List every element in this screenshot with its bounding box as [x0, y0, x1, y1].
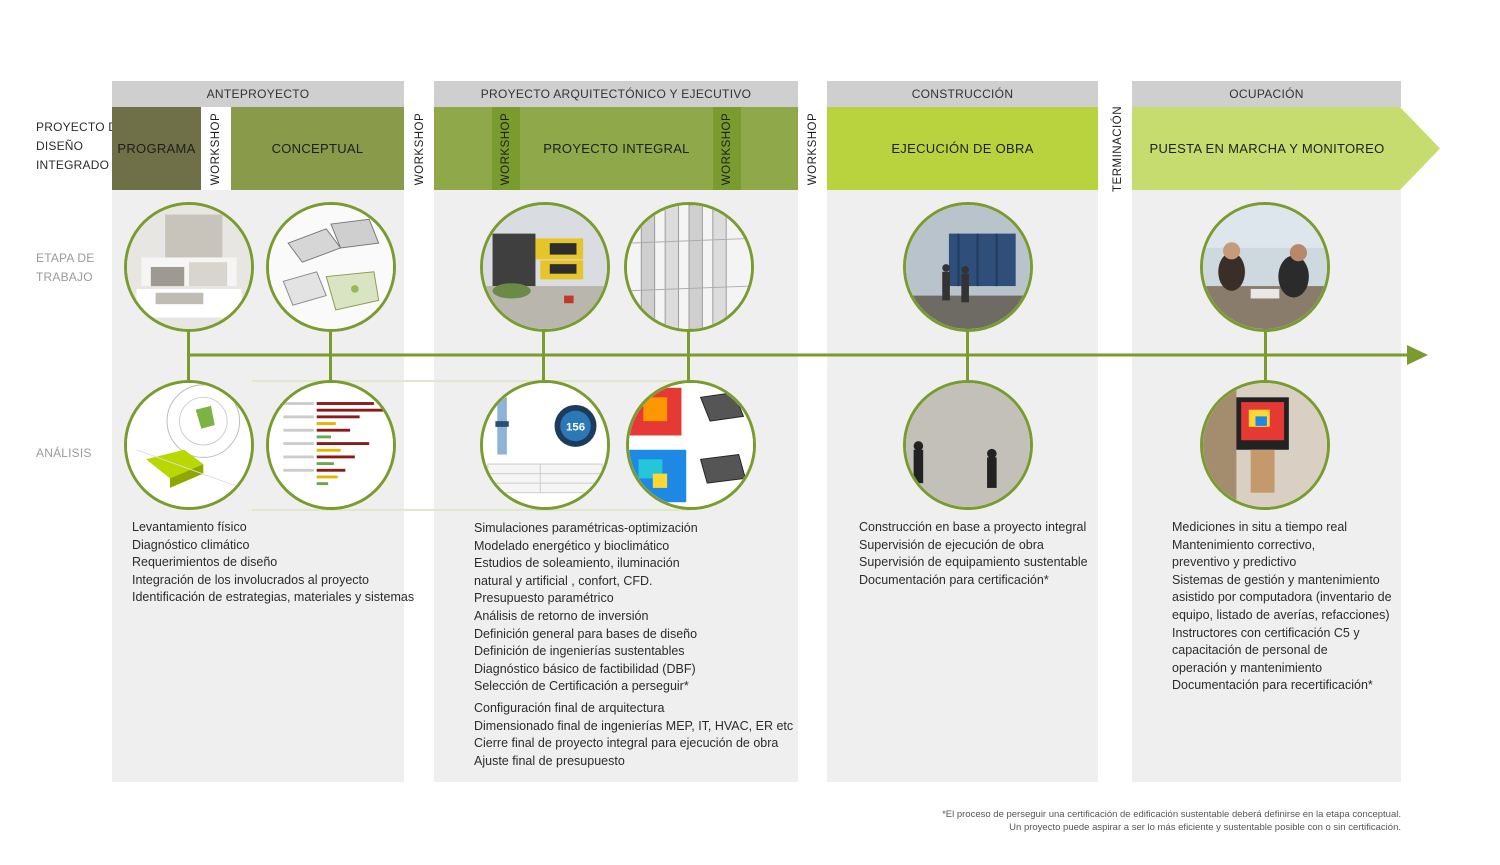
stage-image-obra [903, 202, 1033, 332]
desc-construccion: Construcción en base a proyecto integral… [859, 520, 1088, 587]
workshop-3: WORKSHOP [492, 107, 520, 190]
stage-image-programa [124, 202, 254, 332]
analysis-image-puesta [1200, 380, 1330, 510]
stage-image-puesta [1200, 202, 1330, 332]
row-label-analisis: ANÁLISIS [36, 446, 92, 460]
stem [542, 330, 545, 382]
band-obra: EJECUCIÓN DE OBRA [827, 107, 1098, 190]
phase-anteproyecto: ANTEPROYECTO [112, 81, 404, 107]
analysis-image-integral-1: 156 [480, 380, 610, 510]
analysis-image-conceptual [266, 380, 396, 510]
desc-ocupacion: Mediciones in situ a tiempo real Manteni… [1172, 520, 1392, 693]
stage-image-integral-1 [480, 202, 610, 332]
stage-image-integral-2 [624, 202, 754, 332]
stem [966, 330, 969, 382]
band-puesta: PUESTA EN MARCHA Y MONITOREO [1149, 141, 1385, 156]
stem [687, 330, 690, 382]
analysis-image-programa [124, 380, 254, 510]
gauge-value: 156 [566, 422, 585, 434]
desc-proyecto-b: Configuración final de arquitectura Dime… [474, 701, 794, 768]
band-puesta-arrow [1132, 107, 1440, 190]
row-label-etapa: ETAPA DE TRABAJO [36, 251, 95, 284]
workshop-4: WORKSHOP [713, 107, 741, 190]
phase-construccion: CONSTRUCCIÓN [827, 81, 1098, 107]
band-integral: PROYECTO INTEGRAL [520, 107, 713, 190]
desc-proyecto-a: Simulaciones paramétricas-optimización M… [474, 521, 698, 694]
band-conceptual: CONCEPTUAL [231, 107, 404, 190]
band-programa: PROGRAMA [112, 107, 201, 190]
phase-proyecto: PROYECTO ARQUITECTÓNICO Y EJECUTIVO [434, 81, 798, 107]
workshop-1: WORKSHOP [201, 107, 231, 190]
stage-image-conceptual [266, 202, 396, 332]
stem [329, 330, 332, 382]
desc-anteproyecto: Levantamiento físico Diagnóstico climáti… [132, 520, 415, 605]
stem [1264, 330, 1267, 382]
footnote: *El proceso de perseguir una certificaci… [942, 809, 1401, 833]
analysis-image-obra [903, 380, 1033, 510]
phase-ocupacion: OCUPACIÓN [1132, 81, 1401, 107]
stem [187, 330, 190, 382]
row-label-pdi: PROYECTO DE DISEÑO INTEGRADO [36, 120, 126, 172]
analysis-image-integral-2 [626, 380, 756, 510]
